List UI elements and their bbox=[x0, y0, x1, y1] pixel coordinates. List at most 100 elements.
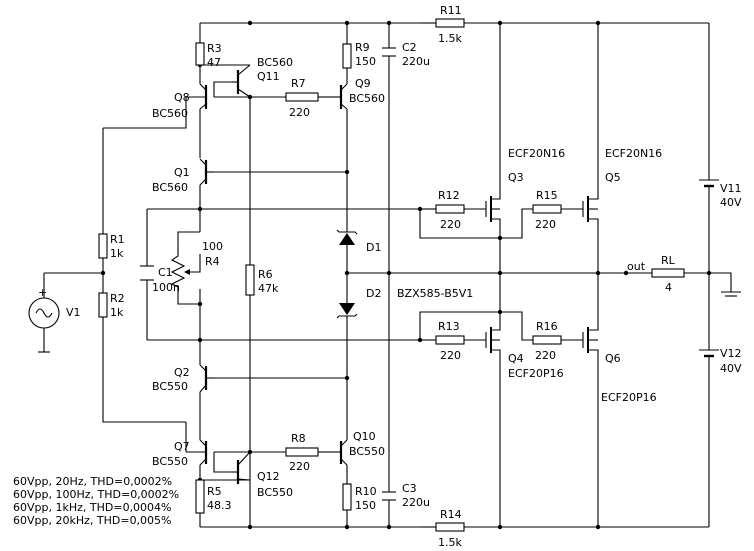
label-r3-value: 47 bbox=[207, 56, 221, 69]
label-q5-ref: Q5 bbox=[605, 171, 621, 184]
component-labels: R1 1k R2 1k R3 47 100 R4 R5 48.3 R6 47k … bbox=[66, 4, 742, 549]
label-r8-ref: R8 bbox=[291, 432, 306, 445]
label-r4-ref: R4 bbox=[205, 255, 220, 268]
thd-note-4: 60Vpp, 20kHz, THD=0,005% bbox=[13, 514, 172, 527]
label-r1-ref: R1 bbox=[110, 233, 125, 246]
resistor-r11 bbox=[435, 18, 465, 28]
label-r10-value: 150 bbox=[355, 499, 376, 512]
label-r14-value: 1.5k bbox=[438, 536, 462, 549]
label-r9-value: 150 bbox=[355, 55, 376, 68]
mosfet-q6 bbox=[582, 324, 599, 356]
label-q10-ref: Q10 bbox=[353, 430, 376, 443]
mosfet-q3 bbox=[485, 193, 501, 225]
label-r6-value: 47k bbox=[258, 282, 279, 295]
label-r5-value: 48.3 bbox=[207, 499, 232, 512]
label-r11-ref: R11 bbox=[440, 4, 462, 17]
label-c1-ref: C1 bbox=[158, 266, 173, 279]
label-c2-ref: C2 bbox=[402, 41, 417, 54]
resistor-r7 bbox=[285, 92, 319, 102]
label-d2-value: BZX585-B5V1 bbox=[397, 287, 473, 300]
label-v12-value: 40V bbox=[720, 362, 742, 375]
battery-v12 bbox=[699, 349, 719, 382]
label-q1-value: BC560 bbox=[152, 181, 188, 194]
capacitor-c1 bbox=[140, 265, 154, 281]
label-r7-ref: R7 bbox=[291, 77, 306, 90]
mosfet-q5 bbox=[582, 193, 599, 225]
resistor-r14 bbox=[435, 522, 465, 532]
label-q11-value: BC560 bbox=[257, 56, 293, 69]
label-c3-ref: C3 bbox=[402, 482, 417, 495]
resistor-r9 bbox=[342, 43, 352, 69]
output-net-label: out bbox=[627, 260, 646, 273]
label-q3-value: ECF20N16 bbox=[508, 147, 565, 160]
label-q8-value: BC560 bbox=[152, 107, 188, 120]
resistor-r1 bbox=[98, 233, 108, 259]
thd-note-2: 60Vpp, 100Hz, THD=0,0002% bbox=[13, 488, 179, 501]
label-r12-value: 220 bbox=[440, 218, 461, 231]
label-d1-ref: D1 bbox=[366, 241, 381, 254]
label-r7-value: 220 bbox=[289, 106, 310, 119]
ac-source-v1: + bbox=[28, 286, 60, 329]
label-q11-ref: Q11 bbox=[257, 70, 280, 83]
label-r8-value: 220 bbox=[289, 460, 310, 473]
label-q12-value: BC550 bbox=[257, 486, 293, 499]
transistor-q7 bbox=[186, 439, 208, 466]
capacitor-c2 bbox=[382, 47, 396, 57]
label-r5-ref: R5 bbox=[207, 485, 222, 498]
resistor-r16 bbox=[532, 335, 562, 345]
label-q3-ref: Q3 bbox=[508, 171, 524, 184]
transistor-q2 bbox=[199, 364, 214, 393]
label-c3-value: 220u bbox=[402, 496, 430, 509]
label-q9-value: BC560 bbox=[349, 92, 385, 105]
resistor-r8 bbox=[285, 447, 319, 457]
battery-v11 bbox=[699, 179, 719, 212]
label-v1-ref: V1 bbox=[66, 306, 81, 319]
label-q5-value: ECF20N16 bbox=[605, 147, 662, 160]
label-c1-value: 100n bbox=[152, 281, 180, 294]
label-q7-ref: Q7 bbox=[174, 440, 190, 453]
resistor-r12 bbox=[435, 204, 465, 214]
thd-note-1: 60Vpp, 20Hz, THD=0,0002% bbox=[13, 475, 172, 488]
label-r10-ref: R10 bbox=[355, 485, 377, 498]
label-q4-ref: Q4 bbox=[508, 352, 524, 365]
junction-dots bbox=[100, 20, 712, 530]
thd-note-3: 60Vpp, 1kHz, THD=0,0004% bbox=[13, 501, 172, 514]
ground-symbol bbox=[721, 291, 741, 297]
resistor-rl bbox=[651, 268, 685, 278]
potentiometer-r4 bbox=[170, 252, 201, 290]
label-r2-value: 1k bbox=[110, 306, 124, 319]
transistor-q12 bbox=[200, 451, 251, 484]
label-rl-ref: RL bbox=[661, 254, 676, 267]
label-c2-value: 220u bbox=[402, 55, 430, 68]
transistor-q8 bbox=[186, 83, 208, 110]
label-r15-value: 220 bbox=[535, 218, 556, 231]
transistor-q11 bbox=[200, 64, 251, 98]
thd-notes: 60Vpp, 20Hz, THD=0,0002% 60Vpp, 100Hz, T… bbox=[13, 475, 179, 527]
label-r16-value: 220 bbox=[535, 349, 556, 362]
resistor-r6 bbox=[245, 264, 255, 296]
resistor-r2 bbox=[98, 292, 108, 318]
label-q10-value: BC550 bbox=[349, 445, 385, 458]
label-r13-ref: R13 bbox=[438, 320, 460, 333]
label-rl-value: 4 bbox=[665, 281, 672, 294]
label-r3-ref: R3 bbox=[207, 42, 222, 55]
label-d2-ref: D2 bbox=[366, 287, 381, 300]
zener-diode-d1 bbox=[336, 229, 358, 245]
label-r15-ref: R15 bbox=[536, 189, 558, 202]
label-r4-value: 100 bbox=[202, 240, 223, 253]
resistor-r13 bbox=[435, 335, 465, 345]
label-q2-value: BC550 bbox=[152, 380, 188, 393]
label-v11-value: 40V bbox=[720, 196, 742, 209]
label-q12-ref: Q12 bbox=[257, 470, 280, 483]
capacitor-c3 bbox=[382, 491, 396, 501]
label-r14-ref: R14 bbox=[440, 508, 462, 521]
label-v12-ref: V12 bbox=[720, 347, 742, 360]
label-q7-value: BC550 bbox=[152, 455, 188, 468]
label-r11-value: 1.5k bbox=[438, 32, 462, 45]
label-r12-ref: R12 bbox=[438, 189, 460, 202]
label-r1-value: 1k bbox=[110, 247, 124, 260]
transistor-q9 bbox=[331, 83, 348, 110]
transistor-q10 bbox=[331, 439, 348, 466]
label-q9-ref: Q9 bbox=[355, 77, 371, 90]
